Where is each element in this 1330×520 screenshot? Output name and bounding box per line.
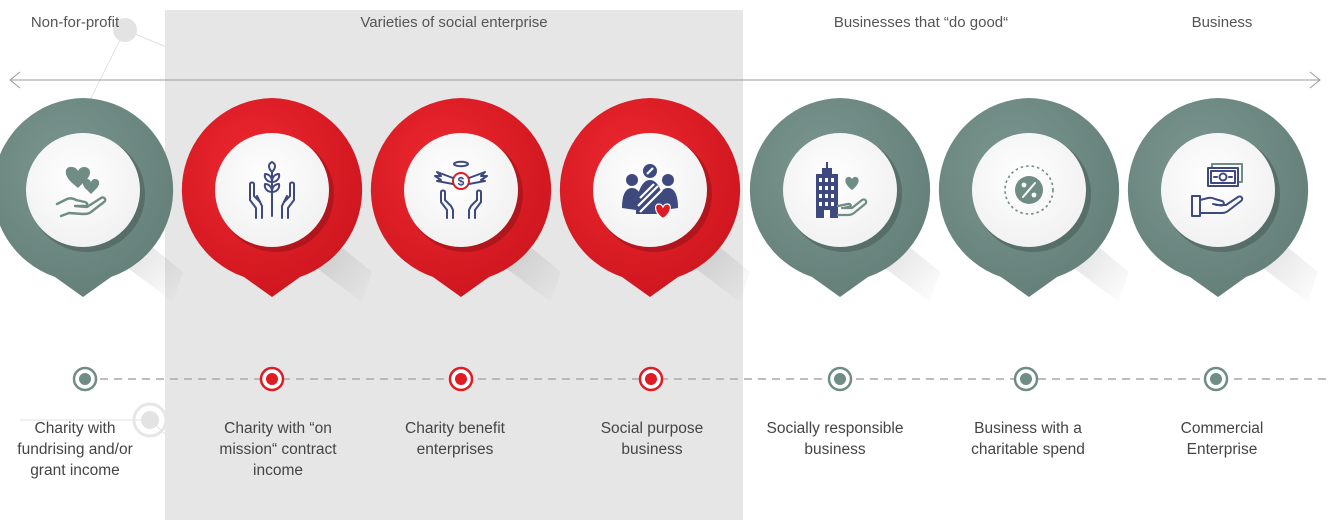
pin-marker <box>172 92 372 312</box>
item-label: Socially responsible business <box>766 420 904 458</box>
pin-marker: $ <box>361 92 561 312</box>
item-label: Business with a charitable spend <box>971 420 1085 458</box>
timeline-node <box>1203 366 1229 392</box>
winged-coin-hands-icon: $ <box>429 158 493 222</box>
item-label: Charity with “on mission“ contract incom… <box>219 420 337 479</box>
timeline-node <box>827 366 853 392</box>
timeline-node <box>259 366 285 392</box>
people-with-heart-icon <box>618 158 682 222</box>
hand-holding-money-icon <box>1186 158 1250 222</box>
svg-text:$: $ <box>458 175 465 189</box>
timeline-node <box>448 366 474 392</box>
header-business: Business <box>1191 14 1253 31</box>
header-social-enterprise: Varieties of social enterprise <box>360 14 548 31</box>
item-label: Charity benefit enterprises <box>405 420 505 458</box>
pin-marker <box>550 92 750 312</box>
timeline-node <box>638 366 664 392</box>
hands-with-plant-icon <box>240 158 304 222</box>
pin-marker <box>929 92 1129 312</box>
spectrum-double-arrow <box>9 71 1321 89</box>
pin-marker <box>0 92 184 312</box>
pin-marker <box>1118 92 1318 312</box>
header-businesses-do-good: Businesses that “do good“ <box>833 14 1009 31</box>
pin-marker <box>740 92 940 312</box>
item-label: Commercial Enterprise <box>1180 420 1264 458</box>
timeline-node <box>72 366 98 392</box>
header-non-profit: Non-for-profit <box>30 14 120 31</box>
hand-holding-hearts-icon <box>51 158 115 222</box>
timeline-node <box>1013 366 1039 392</box>
item-label: Social purpose business <box>600 420 704 458</box>
timeline-dashed-line <box>100 378 1330 380</box>
percent-badge-icon <box>997 158 1061 222</box>
item-label: Charity with fundrising and/or grant inc… <box>17 420 133 479</box>
building-heart-hand-icon <box>808 158 872 222</box>
